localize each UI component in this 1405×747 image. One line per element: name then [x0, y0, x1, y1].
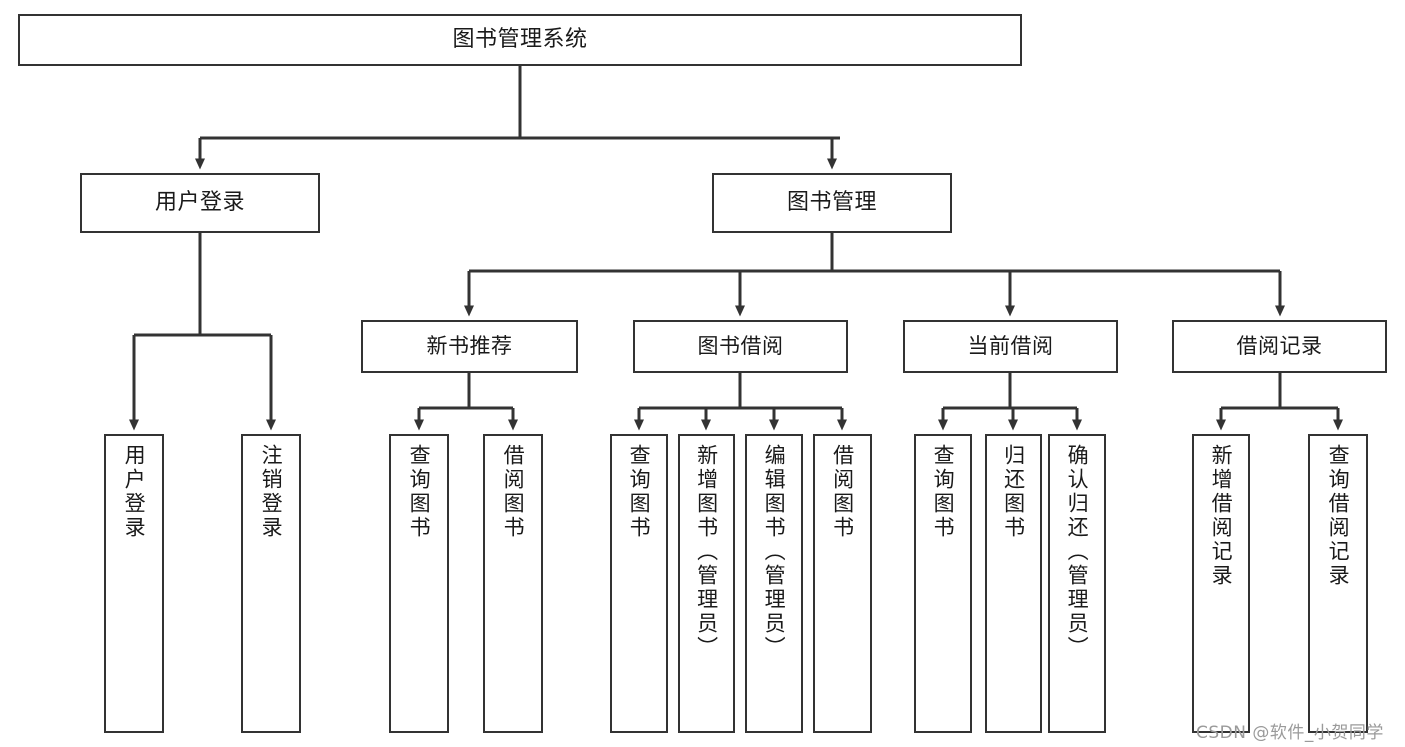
leaf-user-login[interactable]: 用户登录 [104, 434, 164, 733]
leaf-confirm-return-admin-label: 确认归还（管理员） [1065, 444, 1090, 660]
leaf-query-book-label: 查询图书 [627, 444, 652, 540]
node-book-borrow[interactable]: 图书借阅 [633, 320, 848, 373]
leaf-borrow-book-rec[interactable]: 借阅图书 [483, 434, 543, 733]
node-root-label: 图书管理系统 [452, 27, 588, 53]
leaf-query-book-rec[interactable]: 查询图书 [389, 434, 449, 733]
leaf-add-borrow-record-label: 新增借阅记录 [1209, 444, 1234, 588]
leaf-logout-label: 注销登录 [259, 444, 284, 540]
node-current-borrow[interactable]: 当前借阅 [903, 320, 1118, 373]
node-current-borrow-label: 当前借阅 [967, 334, 1054, 359]
csdn-watermark: CSDN @软件_小贺同学 [1196, 723, 1384, 743]
leaf-borrow-book[interactable]: 借阅图书 [813, 434, 872, 733]
leaf-query-book-current-label: 查询图书 [931, 444, 956, 540]
leaf-query-borrow-record-label: 查询借阅记录 [1326, 444, 1351, 588]
node-book-borrow-label: 图书借阅 [697, 334, 784, 359]
leaf-query-book-current[interactable]: 查询图书 [914, 434, 972, 733]
leaf-query-borrow-record[interactable]: 查询借阅记录 [1308, 434, 1368, 733]
leaf-query-book[interactable]: 查询图书 [610, 434, 668, 733]
leaf-borrow-book-rec-label: 借阅图书 [501, 444, 526, 540]
leaf-add-borrow-record[interactable]: 新增借阅记录 [1192, 434, 1250, 733]
node-borrow-record[interactable]: 借阅记录 [1172, 320, 1387, 373]
leaf-borrow-book-label: 借阅图书 [830, 444, 855, 540]
leaf-logout[interactable]: 注销登录 [241, 434, 301, 733]
node-book-management[interactable]: 图书管理 [712, 173, 952, 233]
node-borrow-record-label: 借阅记录 [1236, 334, 1323, 359]
node-root[interactable]: 图书管理系统 [18, 14, 1022, 66]
leaf-edit-book-admin[interactable]: 编辑图书（管理员） [745, 434, 803, 733]
node-user-login-label: 用户登录 [154, 190, 245, 216]
leaf-query-book-rec-label: 查询图书 [407, 444, 432, 540]
leaf-user-login-label: 用户登录 [122, 444, 147, 540]
leaf-return-book-label: 归还图书 [1001, 444, 1026, 540]
node-book-management-label: 图书管理 [786, 190, 877, 216]
leaf-add-book-admin[interactable]: 新增图书（管理员） [678, 434, 735, 733]
node-new-book-recommend[interactable]: 新书推荐 [361, 320, 578, 373]
leaf-edit-book-admin-label: 编辑图书（管理员） [762, 444, 787, 660]
leaf-add-book-admin-label: 新增图书（管理员） [694, 444, 719, 660]
leaf-confirm-return-admin[interactable]: 确认归还（管理员） [1048, 434, 1106, 733]
node-new-book-recommend-label: 新书推荐 [426, 334, 513, 359]
leaf-return-book[interactable]: 归还图书 [985, 434, 1042, 733]
node-user-login[interactable]: 用户登录 [80, 173, 320, 233]
